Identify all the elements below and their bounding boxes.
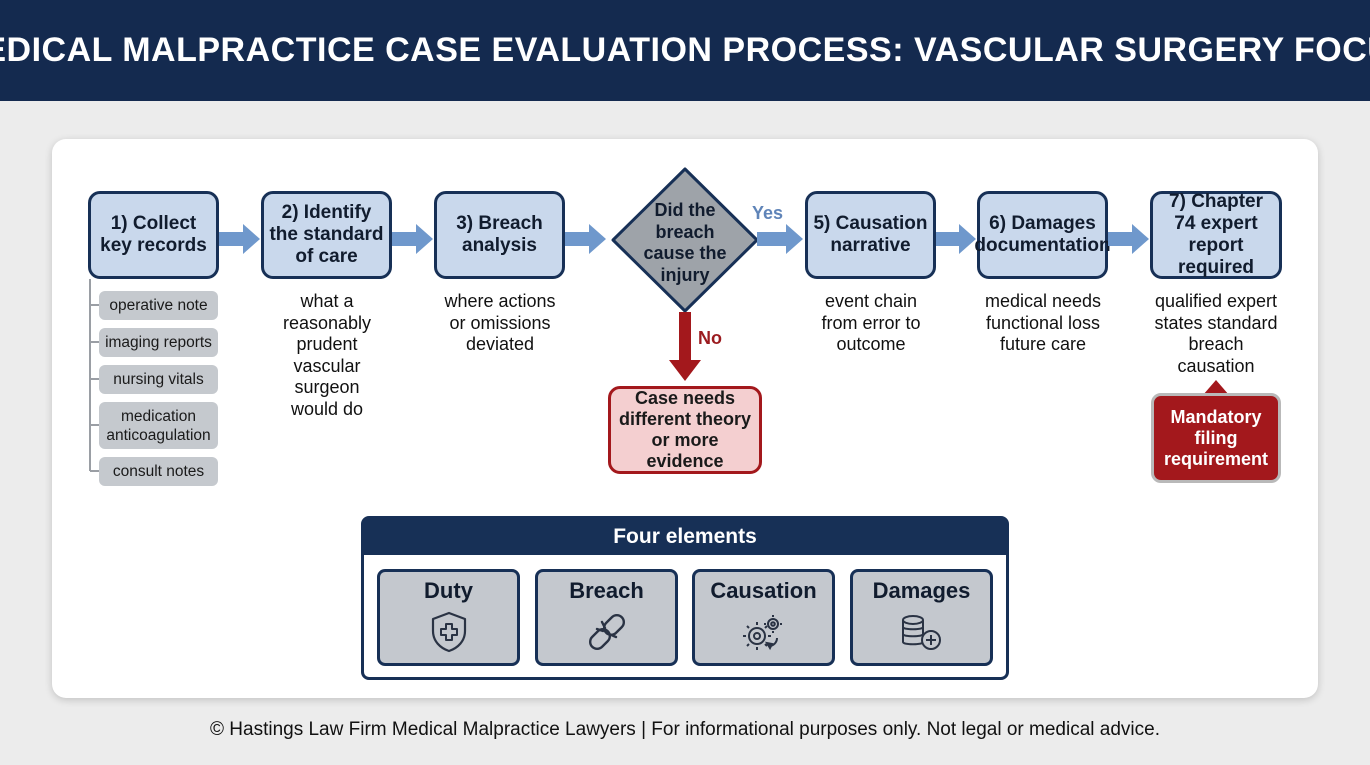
arrow-2-to-3 (392, 224, 433, 254)
coins-plus-icon (901, 615, 941, 650)
step-standard-of-care: 2) Identify the standard of care (261, 191, 392, 279)
step-damages-documentation: 6) Damages documentation (974, 191, 1111, 279)
step-description: medical needs functional loss future car… (984, 291, 1102, 354)
record-item: medication anticoagulation (99, 402, 218, 449)
step-description: what a reasonably prudent vascular surge… (282, 291, 372, 419)
no-outcome-text: Case needs different theory or more evid… (618, 388, 751, 471)
gears-icon (742, 615, 782, 651)
step-label: 5) Causation narrative (813, 213, 928, 256)
record-label: consult notes (112, 463, 205, 480)
arrow-5-to-6 (936, 224, 976, 254)
step-description: event chain from error to outcome (821, 291, 921, 354)
step-causation-narrative: 5) Causation narrative (805, 191, 936, 279)
mandatory-filing-callout: Mandatory filing requirement (1151, 393, 1281, 483)
record-item: imaging reports (99, 328, 218, 357)
record-item: consult notes (99, 457, 218, 486)
arrow-6-to-7 (1108, 224, 1149, 254)
step-collect-records: 1) Collect key records (88, 191, 219, 279)
arrow-3-to-decision (565, 224, 606, 254)
step-label: 3) Breach analysis (456, 213, 543, 256)
step-description: qualified expert states standard breach … (1154, 291, 1278, 376)
record-label: imaging reports (105, 334, 212, 351)
decision-question: Did the breach cause the injury (643, 200, 727, 285)
decision-diamond (611, 167, 759, 313)
step-label: 6) Damages documentation (974, 213, 1111, 256)
footer-disclaimer: © Hastings Law Firm Medical Malpractice … (210, 719, 1160, 740)
record-item: operative note (99, 291, 218, 320)
record-label: medication anticoagulation (106, 407, 211, 444)
element-duty: Duty (377, 569, 520, 666)
shield-plus-icon (431, 611, 466, 653)
callout-pointer (1203, 380, 1229, 395)
element-label: Breach (569, 578, 644, 603)
records-connector (89, 279, 99, 472)
step-breach-analysis: 3) Breach analysis (434, 191, 565, 279)
element-breach: Breach (535, 569, 678, 666)
record-item: nursing vitals (99, 365, 218, 394)
four-elements-panel: Four elements Duty Breach Causation (361, 516, 1009, 680)
broken-chain-icon (588, 613, 625, 651)
arrow-yes-to-5 (757, 224, 803, 254)
element-label: Causation (710, 578, 817, 603)
element-label: Damages (872, 578, 971, 603)
arrow-1-to-2 (219, 224, 260, 254)
page-title: MEDICAL MALPRACTICE CASE EVALUATION PROC… (0, 31, 1370, 69)
record-label: nursing vitals (113, 371, 204, 388)
step-label: 7) Chapter 74 expert report required (1169, 191, 1263, 278)
no-label: No (698, 328, 722, 348)
step-label: 1) Collect key records (100, 213, 207, 256)
step-label: 2) Identify the standard of care (269, 202, 384, 267)
step-expert-report: 7) Chapter 74 expert report required (1150, 191, 1282, 279)
elements-title: Four elements (364, 519, 1006, 555)
mandatory-text: Mandatory filing requirement (1163, 406, 1269, 469)
record-label: operative note (109, 297, 208, 314)
yes-label: Yes (752, 203, 784, 223)
step-description: where actions or omissions deviated (444, 291, 556, 354)
title-banner: MEDICAL MALPRACTICE CASE EVALUATION PROC… (0, 0, 1370, 101)
arrow-no-down (669, 312, 701, 381)
element-label: Duty (424, 578, 473, 603)
element-damages: Damages (850, 569, 993, 666)
no-outcome-box: Case needs different theory or more evid… (608, 386, 762, 474)
element-causation: Causation (692, 569, 835, 666)
